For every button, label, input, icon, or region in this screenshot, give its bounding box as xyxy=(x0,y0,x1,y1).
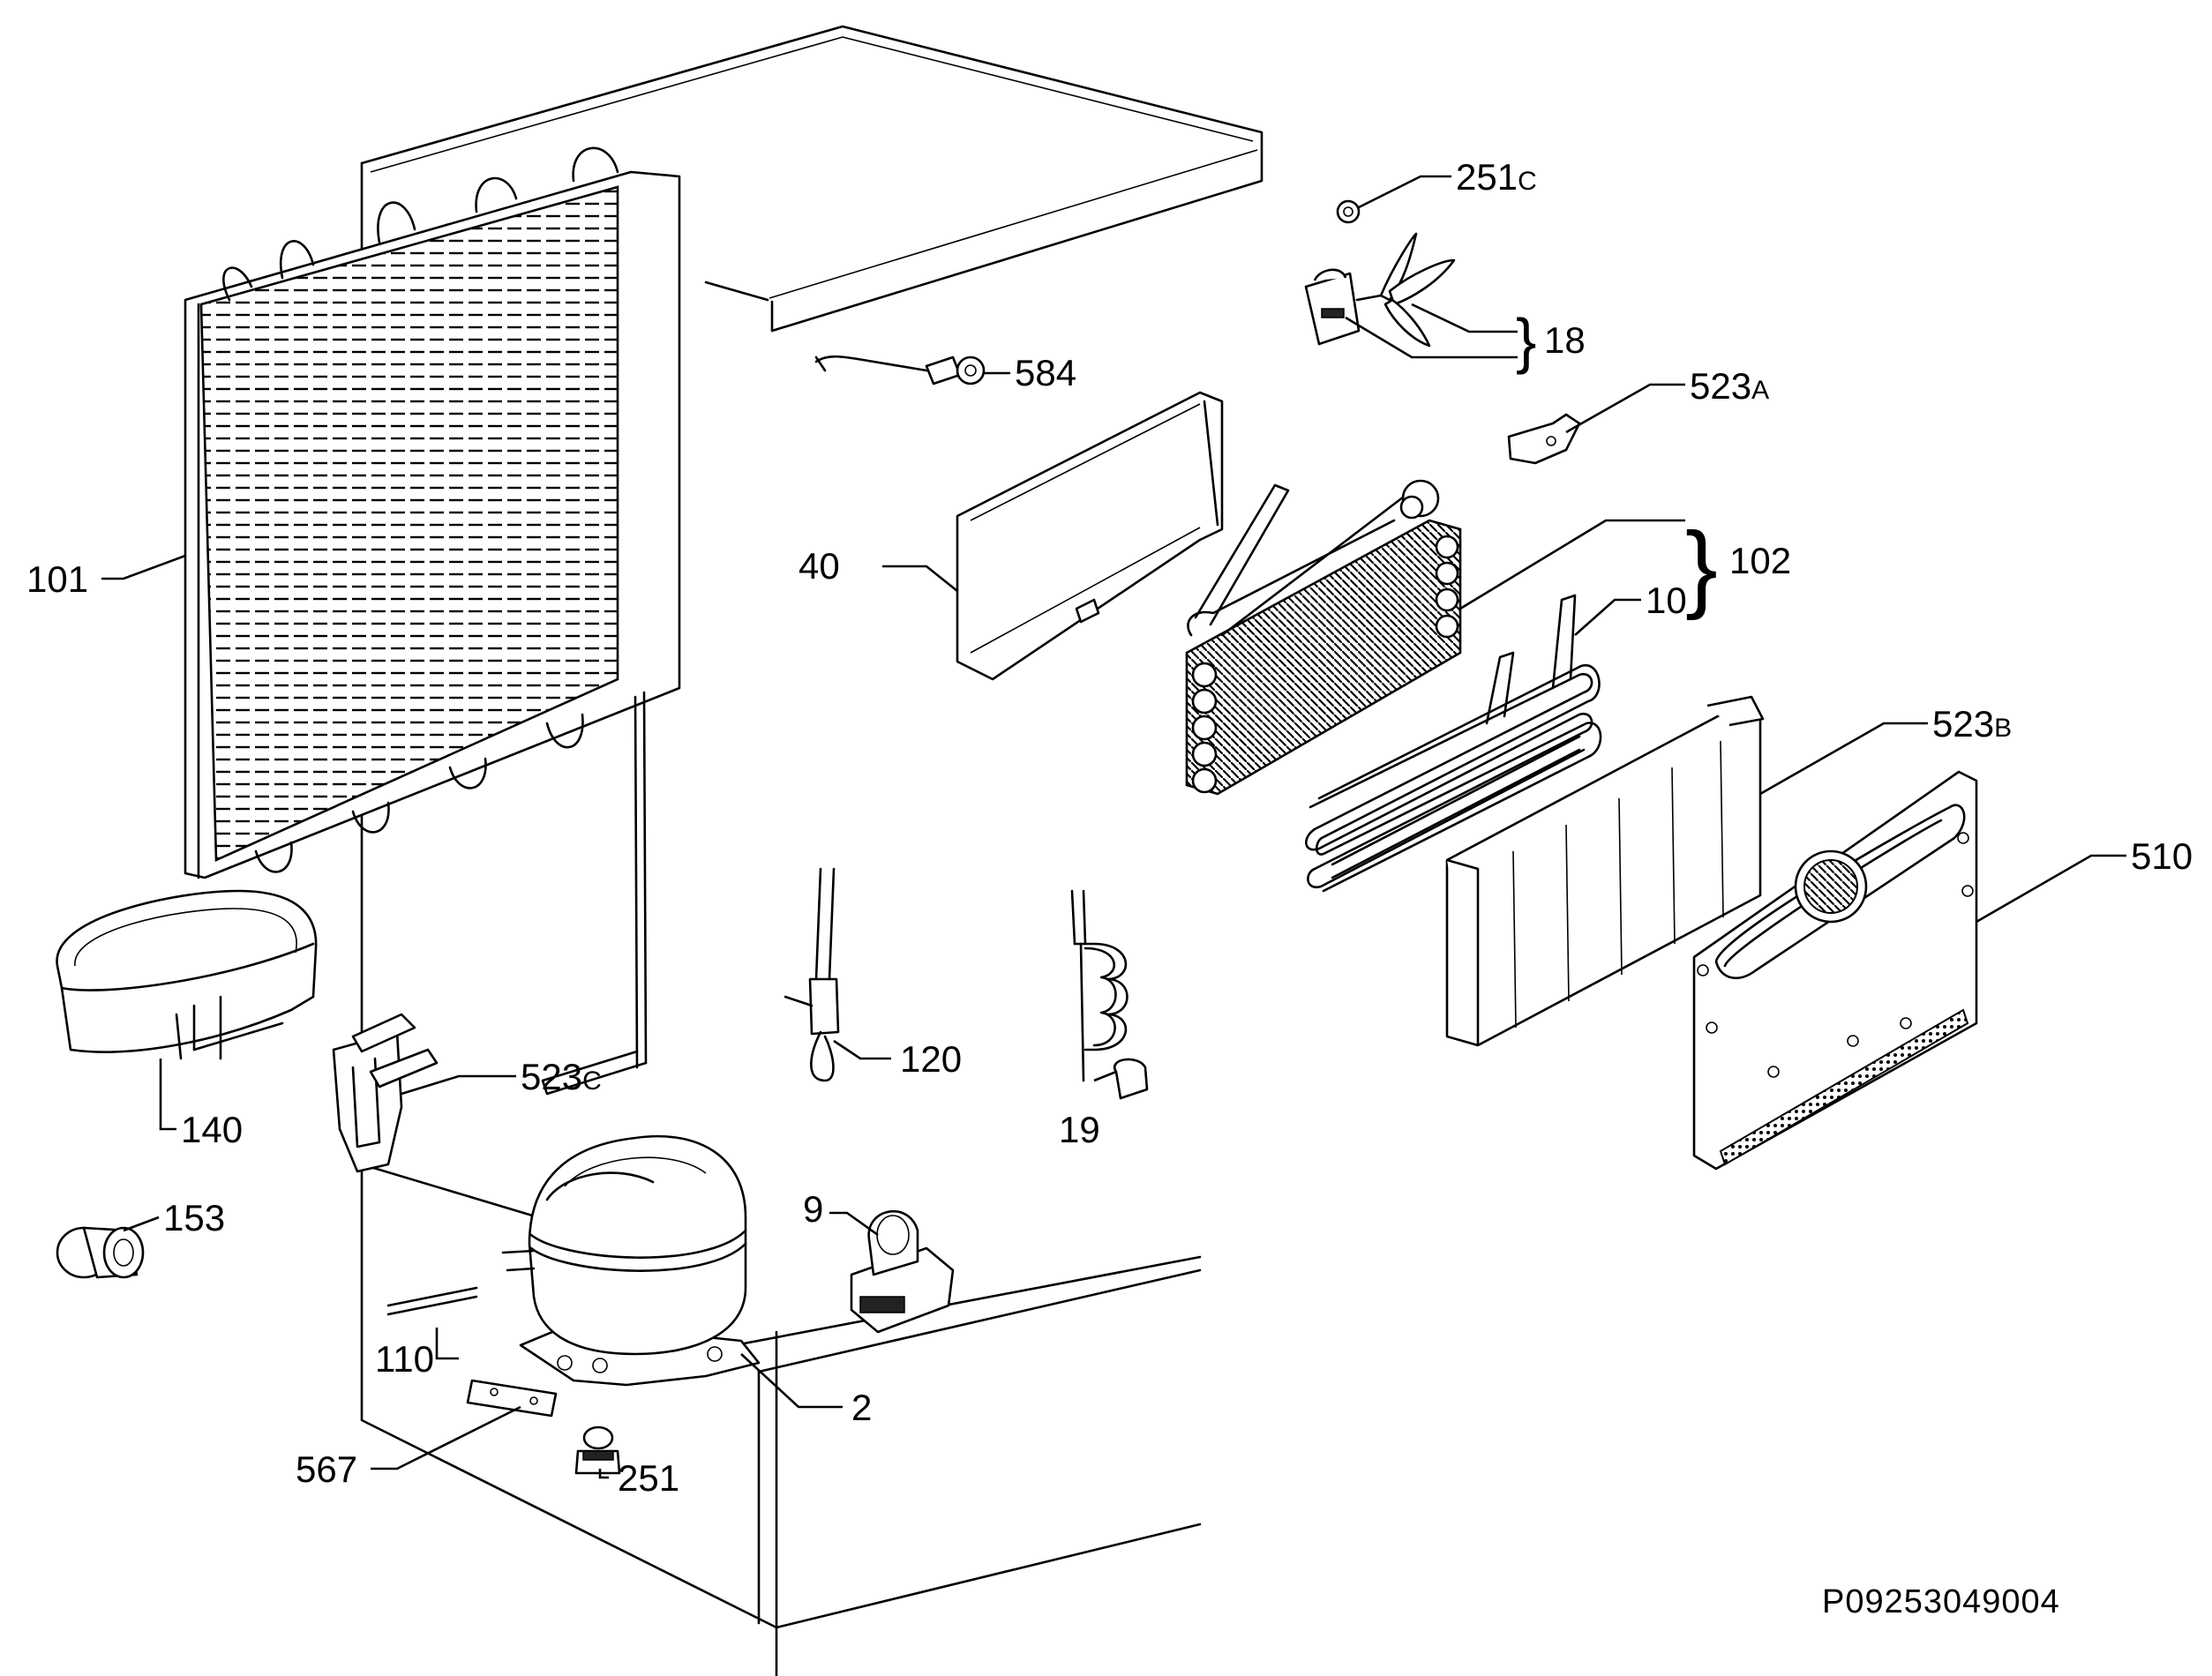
fan-panel-510-icon xyxy=(1692,770,1978,1171)
label-523a-number: 523 xyxy=(1690,365,1751,407)
label-523c: 523C xyxy=(521,1056,602,1097)
cover-523b-icon xyxy=(1445,695,1765,1047)
label-110: 110 xyxy=(375,1338,434,1380)
label-140: 140 xyxy=(181,1109,243,1150)
clamp-523c-icon xyxy=(332,1013,439,1173)
label-523b-suffix: B xyxy=(1994,714,2012,743)
label-2: 2 xyxy=(851,1387,872,1428)
label-101: 101 xyxy=(26,558,88,600)
thermostat-sensor-icon xyxy=(784,867,840,1082)
label-251c-number: 251 xyxy=(1456,156,1518,198)
compressor-icon xyxy=(501,1134,761,1387)
label-523b: 523B xyxy=(1932,703,2012,744)
label-102: 102 xyxy=(1729,540,1791,581)
label-251c-suffix: C xyxy=(1518,167,1537,196)
label-523c-number: 523 xyxy=(521,1056,582,1097)
label-19: 19 xyxy=(1059,1109,1100,1150)
label-251c: 251C xyxy=(1456,156,1537,198)
label-523c-suffix: C xyxy=(582,1066,602,1096)
label-523a: 523A xyxy=(1690,365,1769,407)
reference-code: P09253049004 xyxy=(1822,1583,2060,1620)
label-251: 251 xyxy=(618,1457,679,1499)
label-567: 567 xyxy=(296,1448,357,1490)
brace-102: } xyxy=(1685,513,1718,621)
relay-icon xyxy=(850,1209,955,1334)
heater-icon xyxy=(1070,889,1149,1100)
small-parts xyxy=(386,1286,621,1475)
label-523b-number: 523 xyxy=(1932,703,1994,744)
label-120: 120 xyxy=(900,1038,962,1080)
fan-icon xyxy=(1304,199,1456,348)
label-9: 9 xyxy=(803,1188,823,1230)
label-40: 40 xyxy=(799,545,840,587)
sensor-584-icon xyxy=(814,355,986,385)
part-labels: 101 140 153 523C 110 567 251 2 9 120 19 … xyxy=(26,156,2193,1620)
duct-cover-icon xyxy=(956,391,1224,681)
label-510: 510 xyxy=(2131,835,2193,877)
brace-18: } xyxy=(1516,306,1536,375)
plug-part-icon xyxy=(56,1226,145,1279)
leader-lines xyxy=(101,175,2126,1479)
drip-tray-icon xyxy=(56,889,318,1060)
defrost-heater-icon xyxy=(1305,594,1602,893)
label-10: 10 xyxy=(1646,580,1687,621)
condenser-coil-icon xyxy=(184,146,681,1096)
bracket-523a-icon xyxy=(1507,413,1581,465)
label-18: 18 xyxy=(1544,319,1586,361)
label-584: 584 xyxy=(1015,352,1076,393)
label-523a-suffix: A xyxy=(1751,376,1769,405)
evaporator-icon xyxy=(1185,479,1462,796)
label-153: 153 xyxy=(163,1197,225,1238)
